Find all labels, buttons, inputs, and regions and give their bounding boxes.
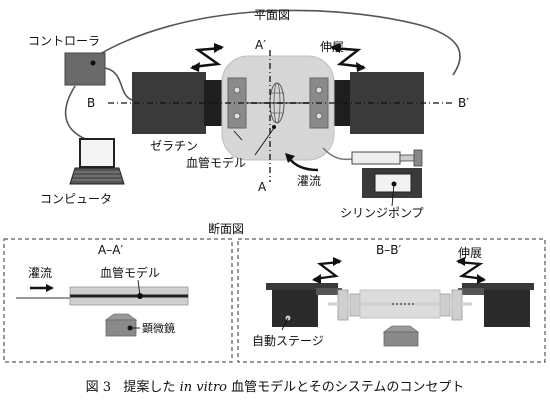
section-title: 断面図 [208, 222, 245, 236]
gelatin-label: ゼラチン [150, 139, 199, 153]
cable-controller-computer [64, 85, 89, 141]
bb-microscope [382, 325, 420, 333]
bb-left-stage [272, 283, 318, 327]
motor-stage-label: 自動ステージ [252, 334, 324, 348]
caption-italic: in vitro [179, 380, 228, 395]
section-aa-panel [3, 238, 233, 363]
plan-stretch-label: 伸展 [320, 40, 345, 54]
aa-perfusion-label: 灌流 [28, 266, 53, 280]
bb-right-stage [484, 283, 530, 327]
controller-dot [90, 60, 96, 66]
bb-title: B–B′ [376, 243, 402, 257]
controller-label: コントローラ [28, 34, 101, 48]
caption-after: 血管モデルとそのシステムのコンセプト [231, 380, 465, 395]
cable-controller-right [94, 9, 461, 76]
axis-a-top-label: A′ [255, 38, 266, 52]
axis-a-bottom-label: A [258, 180, 267, 194]
vessel-model-label: 血管モデル [186, 156, 247, 170]
section-bb-panel [237, 238, 546, 363]
stretch-arrow-right [331, 46, 365, 69]
syringe-pump-label: シリンジポンプ [340, 206, 424, 220]
aa-vessel-model-label: 血管モデル [100, 266, 161, 280]
perfusion-label: 灌流 [297, 174, 322, 188]
caption-fig-no: 図 3 [85, 380, 112, 395]
bb-stretch-arrow-right [457, 260, 485, 281]
bb-stretch-arrow-left [313, 260, 341, 281]
computer-label: コンピュータ [40, 192, 113, 206]
aa-title: A–A′ [98, 243, 124, 257]
microscope-label: 顕微鏡 [142, 322, 175, 335]
axis-b-right-label: B′ [458, 96, 469, 110]
caption-before: 提案した [123, 380, 176, 395]
figure-caption: 図 3 提案した in vitro 血管モデルとそのシステムのコンセプト [0, 376, 550, 395]
cable-controller-left [104, 67, 133, 101]
gelatin-dish [221, 55, 335, 161]
aa-microscope [104, 313, 138, 321]
plan-title: 平面図 [254, 8, 291, 22]
stretch-arrow-left [191, 46, 223, 69]
bb-stretch-label: 伸展 [458, 246, 483, 260]
axis-b-left-label: B [87, 96, 96, 110]
controller-box [64, 52, 106, 86]
syringe [351, 151, 401, 165]
laptop-screen [79, 138, 115, 168]
